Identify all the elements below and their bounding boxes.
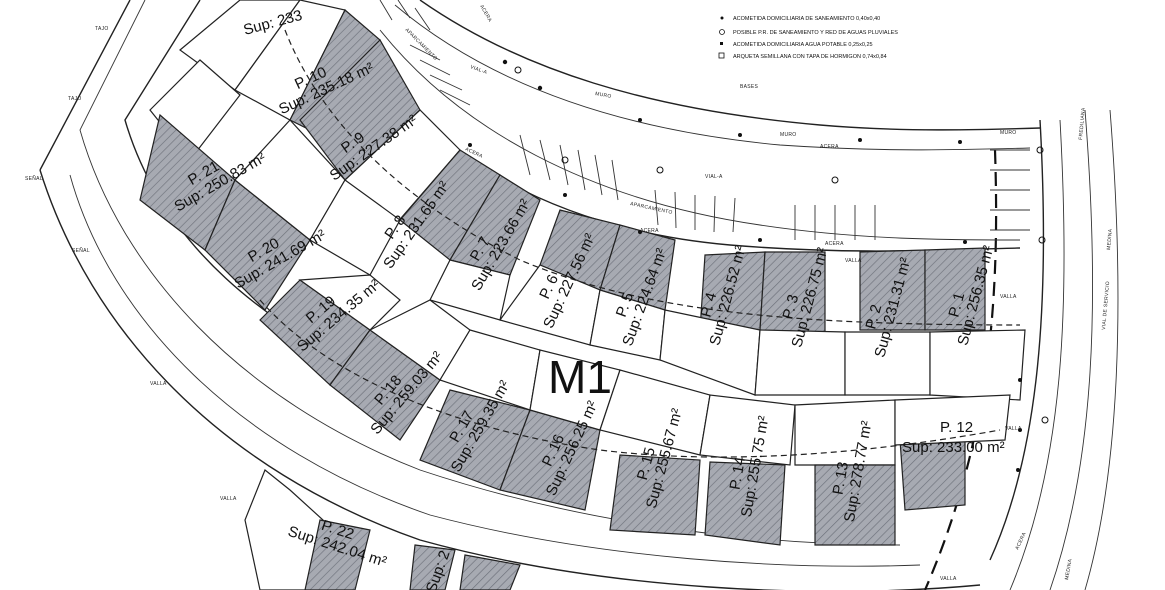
parking-stalls xyxy=(379,0,1030,240)
legend-item-4: ARQUETA SEMILLANA CON TAPA DE HORMIGON 0… xyxy=(733,54,887,60)
label-vial-servicio: VIAL DE SERVICIO xyxy=(1101,281,1111,330)
label-acera-5: ACERA xyxy=(825,241,844,247)
manhole-symbols xyxy=(514,66,1049,424)
east-road-line-3 xyxy=(1084,109,1119,590)
lots-south-edge xyxy=(244,469,521,590)
label-medina-2: MEDINA xyxy=(1064,558,1074,580)
outer-boundary-west xyxy=(39,0,131,171)
legend-item-1: ACOMETIDA DOMICILIARIA DE SANEAMIENTO 0,… xyxy=(733,16,880,22)
legend-square-icon xyxy=(718,52,725,59)
lots-west xyxy=(139,113,621,511)
label-medina-1: MEDINA xyxy=(1106,228,1114,250)
lots-south-row xyxy=(599,369,1011,546)
label-aparcamiento-1: APARCAMIENTO xyxy=(404,27,439,62)
east-road-line-2 xyxy=(1049,109,1094,590)
label-senal-2: SEÑAL xyxy=(72,247,90,254)
north-street-inner xyxy=(379,29,1021,241)
label-vial-a-2: VIAL-A xyxy=(705,174,723,180)
property-line-north xyxy=(284,29,1021,326)
label-valla-6: VALLA xyxy=(940,576,957,582)
property-line-south xyxy=(259,299,1001,458)
label-senal-1: SEÑAL xyxy=(25,175,43,182)
north-street-curb xyxy=(394,4,1031,151)
legend-dot-icon xyxy=(720,16,724,20)
label-valla-4: VALLA xyxy=(150,381,167,387)
street-labels: TAJO TAJO SEÑAL SEÑAL BASES MURO MURO MU… xyxy=(25,4,1114,582)
legend-circle-icon xyxy=(719,29,725,35)
label-valla-2: VALLA xyxy=(845,258,862,264)
label-valla-5: VALLA xyxy=(220,496,237,502)
label-vial-a-1: VIAL-A xyxy=(469,64,488,76)
label-valla-1: VALLA xyxy=(1000,294,1017,300)
label-acera-1: ACERA xyxy=(478,4,493,24)
label-muro-1: MURO xyxy=(595,91,612,100)
plot-P-13-shape xyxy=(814,464,896,546)
label-tajo-2: TAJO xyxy=(68,96,82,102)
utility-symbols xyxy=(468,59,1022,472)
plot-P-15-shape xyxy=(609,454,701,536)
label-tajo-1: TAJO xyxy=(95,26,109,32)
legend-item-3: ACOMETIDA DOMICILIARIA AGUA POTABLE 0,25… xyxy=(733,42,873,48)
plot-P-14-shape xyxy=(704,461,786,546)
legend-square-dot-icon xyxy=(720,42,723,45)
label-aparcamiento-2: APARCAMIENTO xyxy=(630,201,673,216)
label-muro-3: MURO xyxy=(1000,130,1016,136)
inner-road-edge-west xyxy=(69,174,921,567)
outer-road-edge-west xyxy=(39,169,981,590)
lots-north-row xyxy=(149,0,1026,401)
label-muro-2: MURO xyxy=(780,132,796,138)
plot-P-1-shape xyxy=(924,247,986,331)
east-road-line-1 xyxy=(1009,119,1065,590)
plot-P-22-shape xyxy=(304,519,371,590)
label-acera-3: ACERA xyxy=(640,228,659,234)
plot-P-23-shape xyxy=(409,544,456,590)
label-acera-4: ACERA xyxy=(820,144,839,150)
legend: ACOMETIDA DOMICILIARIA DE SANEAMIENTO 0,… xyxy=(718,16,898,60)
outer-road-edge-east xyxy=(989,119,1045,561)
north-street-outer xyxy=(419,0,1041,131)
label-frediliana: FREDILIANA xyxy=(1078,107,1087,140)
block-label: M1 xyxy=(548,351,612,403)
label-bases: BASES xyxy=(740,84,759,90)
label-valla-3: VALLA xyxy=(1005,426,1022,432)
legend-item-2: POSIBLE P.R. DE SANEAMIENTO Y RED DE AGU… xyxy=(733,30,898,36)
